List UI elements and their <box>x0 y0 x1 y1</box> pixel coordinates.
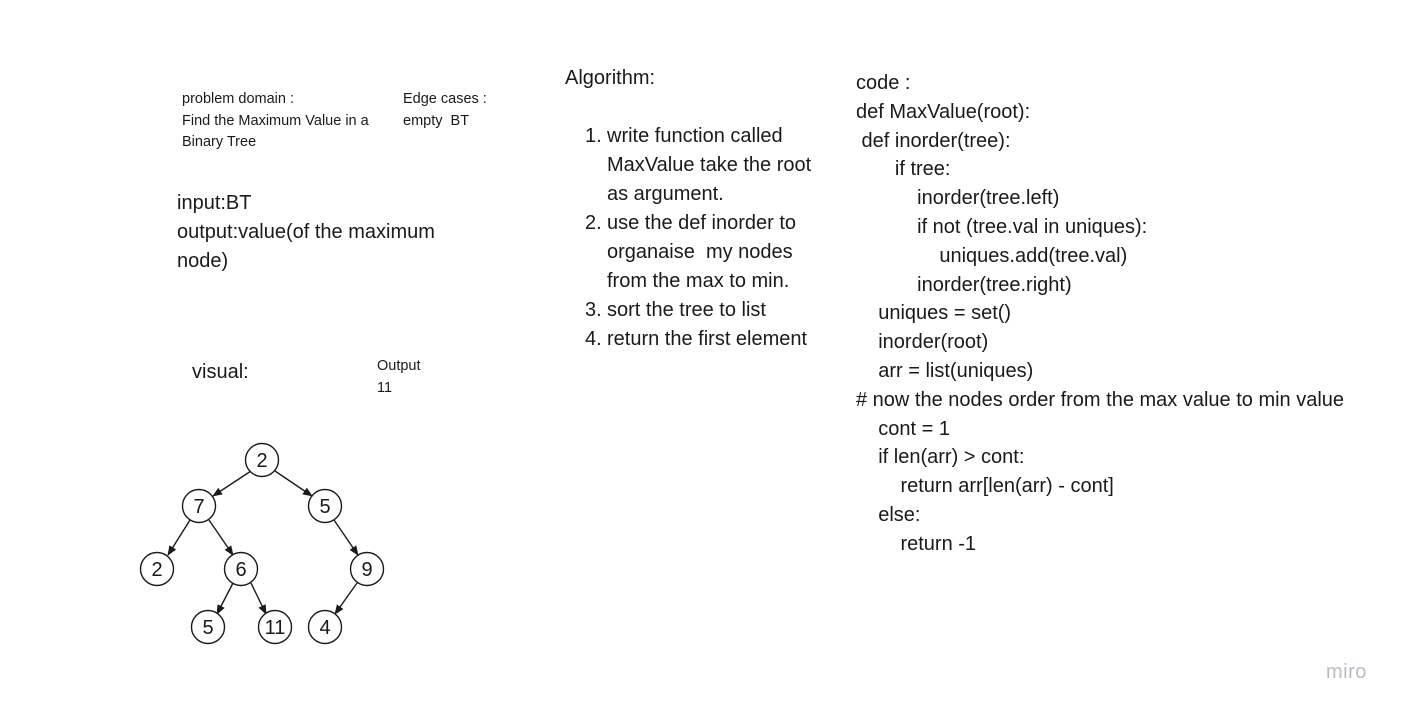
step-text: return the first element <box>607 325 829 354</box>
output-line-2: node) <box>177 250 229 272</box>
code-line: def MaxValue(root): <box>856 100 1031 123</box>
tree-node-value: 2 <box>151 559 162 581</box>
code-line: return arr[len(arr) - cont] <box>856 475 1114 498</box>
problem-domain-label: problem domain : <box>182 91 295 107</box>
code-line: def inorder(tree): <box>856 129 1011 152</box>
edge-9-to-4 <box>334 582 358 615</box>
code-line: code : <box>856 72 911 94</box>
code-line: arr = list(uniques) <box>856 359 1034 382</box>
tree-nodes: 2 7 5 2 6 9 5 11 <box>139 442 385 645</box>
tree-node: 2 <box>244 442 280 478</box>
code-line: if tree: <box>856 158 951 181</box>
code-line: # now the nodes order from the max value… <box>856 388 1345 411</box>
tree-node-value: 2 <box>256 450 267 472</box>
visual-label: visual: <box>192 361 249 383</box>
code-block: code : def MaxValue(root): def inorder(t… <box>856 69 1396 559</box>
tree-node-value: 5 <box>319 496 330 518</box>
tree-node: 5 <box>190 609 226 645</box>
tree-node: 4 <box>307 609 343 645</box>
tree-node-value: 4 <box>319 617 330 639</box>
code-line: if not (tree.val in uniques): <box>856 215 1148 238</box>
problem-domain-line-1: Find the Maximum Value in a <box>182 112 369 129</box>
problem-domain-line-2: Binary Tree <box>182 134 257 150</box>
tree-node: 11 <box>257 609 293 645</box>
tree-node: 9 <box>349 551 385 587</box>
edge-cases: Edge cases : empty BT <box>403 89 523 132</box>
tree-node-value: 11 <box>265 617 286 639</box>
tree-node-value: 6 <box>235 559 246 581</box>
algorithm-steps: 1. write function called MaxValue take t… <box>585 122 845 354</box>
tree-node-value: 5 <box>202 617 213 639</box>
algorithm-step: 1. write function called MaxValue take t… <box>585 122 845 209</box>
step-number: 4. <box>585 328 602 350</box>
step-line: organaise my nodes <box>607 241 793 263</box>
visual-output-label: Output <box>377 358 421 374</box>
tree-node-value: 9 <box>361 559 372 581</box>
tree-edges <box>167 470 359 615</box>
input-text: input:BT <box>177 192 252 214</box>
edge-cases-value: empty BT <box>403 112 470 129</box>
visual-output: Output 11 <box>377 356 421 399</box>
edge-5-to-9 <box>333 519 359 556</box>
step-text: write function called MaxValue take the … <box>607 122 829 209</box>
code-line: inorder(tree.left) <box>856 187 1060 210</box>
edge-7-to-2 <box>167 519 191 556</box>
binary-tree-diagram: 2 7 5 2 6 9 5 11 <box>139 442 385 645</box>
step-line: sort the tree to list <box>607 299 766 321</box>
edge-6-to-11 <box>250 582 267 615</box>
code-line: inorder(tree.right) <box>856 273 1072 296</box>
step-line: write function called <box>607 125 783 147</box>
step-line: return the first element <box>607 328 808 350</box>
tree-node-value: 7 <box>193 496 204 518</box>
tree-node: 7 <box>181 488 217 524</box>
tree-node: 2 <box>139 551 175 587</box>
tree-node: 6 <box>223 551 259 587</box>
step-number: 1. <box>585 125 602 147</box>
code-line: cont = 1 <box>856 417 950 440</box>
step-line: MaxValue take the root <box>607 154 812 176</box>
algorithm-step: 3. sort the tree to list <box>585 296 845 325</box>
edge-cases-label: Edge cases : <box>403 91 487 107</box>
visual-output-value: 11 <box>377 379 393 396</box>
step-number: 3. <box>585 299 602 321</box>
input-output: input:BT output:value(of the maximum nod… <box>177 189 477 276</box>
output-line-1: output:value(of the maximum <box>177 221 435 243</box>
miro-logo[interactable]: miro <box>1326 661 1367 683</box>
edge-6-to-5 <box>216 582 234 615</box>
algorithm-title: Algorithm: <box>565 67 656 89</box>
code-line: else: <box>856 503 921 526</box>
step-text: sort the tree to list <box>607 296 829 325</box>
edge-7-to-6 <box>208 519 234 556</box>
step-line: use the def inorder to <box>607 212 797 234</box>
step-line: from the max to min. <box>607 270 790 292</box>
algorithm-step: 4. return the first element <box>585 325 845 354</box>
code-line: if len(arr) > cont: <box>856 446 1025 469</box>
code-line: inorder(root) <box>856 331 989 354</box>
code-line: return -1 <box>856 532 977 555</box>
step-number: 2. <box>585 212 602 234</box>
algorithm-step: 2. use the def inorder to organaise my n… <box>585 209 845 296</box>
problem-domain: problem domain : Find the Maximum Value … <box>182 89 392 154</box>
tree-node: 5 <box>307 488 343 524</box>
code-line: uniques.add(tree.val) <box>856 244 1128 267</box>
edge-2-to-5 <box>274 470 313 497</box>
code-line: uniques = set() <box>856 302 1012 325</box>
edge-2-to-7 <box>212 470 252 497</box>
step-text: use the def inorder to organaise my node… <box>607 209 829 296</box>
step-line: as argument. <box>607 183 724 205</box>
